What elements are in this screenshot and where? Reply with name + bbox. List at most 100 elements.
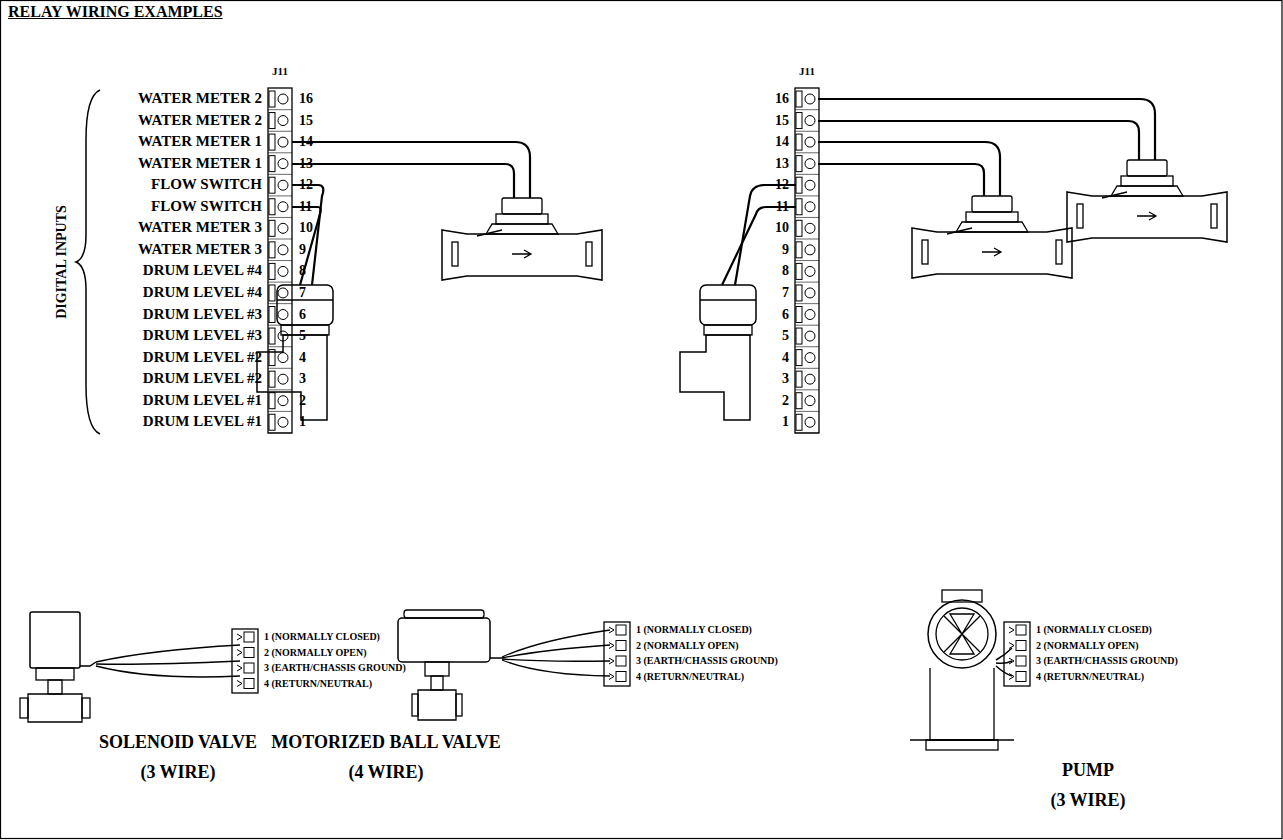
terminal-screw (805, 137, 815, 147)
terminal-screw (278, 266, 288, 276)
drawing-stroke (616, 672, 626, 682)
drawing-stroke (512, 250, 531, 258)
drawing-stroke (616, 656, 626, 666)
drawing-stroke (795, 325, 819, 326)
drawing-stroke (795, 195, 819, 196)
terminal-label: 4 (RETURN/NEUTRAL) (636, 671, 744, 683)
pin-number: 13 (775, 156, 789, 172)
drawing-stroke (269, 134, 275, 150)
drawing-stroke (982, 248, 1001, 256)
terminal-screw (805, 396, 815, 406)
pin-number: 7 (782, 285, 789, 301)
device-name: MOTORIZED BALL VALVE (271, 732, 500, 753)
pin-number: 3 (782, 371, 789, 387)
drawing-stroke (269, 307, 275, 323)
input-name: WATER METER 3 (138, 220, 262, 237)
terminal-label: 4 (RETURN/NEUTRAL) (264, 678, 372, 690)
drawing-stroke (796, 371, 802, 387)
pin-number: 10 (299, 220, 313, 236)
terminal-label: 2 (NORMALLY OPEN) (264, 647, 367, 659)
terminal-label: 3 (EARTH/CHASSIS GROUND) (636, 655, 778, 667)
pin-number: 1 (782, 414, 789, 430)
drawing-stroke (269, 177, 275, 193)
drawing-stroke (922, 240, 928, 264)
pin-number: 9 (782, 242, 789, 258)
pin-number: 11 (776, 199, 789, 215)
input-name: DRUM LEVEL #2 (143, 349, 262, 366)
pin-number: 4 (299, 350, 306, 366)
drawing-stroke (795, 411, 819, 412)
drawing-stroke (1016, 641, 1026, 651)
device-name: SOLENOID VALVE (99, 732, 257, 753)
terminal-screw (278, 245, 288, 255)
terminal-screw (805, 310, 815, 320)
terminal-screw (805, 374, 815, 384)
drawing-stroke (796, 307, 802, 323)
drawing-stroke (1102, 192, 1127, 198)
pin-number: 1 (299, 414, 306, 430)
terminal-screw (278, 374, 288, 384)
drawing-stroke (268, 195, 292, 196)
drawing-stroke (244, 663, 254, 673)
drawing-stroke (268, 368, 292, 369)
drawing-stroke (268, 109, 292, 110)
terminal-block (268, 88, 292, 433)
pin-number: 3 (299, 371, 306, 387)
drawing-stroke (269, 371, 275, 387)
terminal-screw (805, 417, 815, 427)
terminal-label: 2 (NORMALLY OPEN) (636, 640, 739, 652)
drawing-stroke (1016, 625, 1026, 635)
drawing-stroke (244, 648, 254, 658)
drawing-stroke (268, 303, 292, 304)
drawing-stroke (268, 346, 292, 347)
pin-number: 16 (775, 91, 789, 107)
flow-switch (277, 285, 333, 325)
drawing-stroke (269, 156, 275, 172)
pin-number: 8 (299, 263, 306, 279)
pin-number: 12 (299, 177, 313, 193)
terminal-screw (805, 202, 815, 212)
drawing-stroke (1211, 204, 1217, 228)
drawing-stroke (269, 91, 275, 107)
drawing-stroke (268, 152, 292, 153)
drawing-stroke (616, 625, 626, 635)
terminal-screw (278, 417, 288, 427)
pin-number: 14 (299, 134, 313, 150)
terminal-screw (805, 266, 815, 276)
terminal-screw (278, 137, 288, 147)
meter-fitting (502, 198, 542, 214)
drawing-stroke (268, 389, 292, 390)
drawing-stroke (1056, 240, 1062, 264)
drawing-stroke (268, 131, 292, 132)
group-label: DIGITAL INPUTS (54, 205, 70, 319)
input-name: WATER METER 3 (138, 241, 262, 258)
drawing-stroke (796, 350, 802, 366)
input-name: DRUM LEVEL #1 (143, 414, 262, 431)
drawing-stroke (452, 242, 458, 266)
terminal-block-label: J11 (799, 65, 815, 78)
terminal-screw (278, 310, 288, 320)
input-name: DRUM LEVEL #3 (143, 327, 262, 344)
drawing-stroke (796, 199, 802, 215)
terminal-screw (278, 202, 288, 212)
water-meter (1067, 192, 1227, 242)
drawing-stroke (796, 242, 802, 258)
wire-count: (4 WIRE) (348, 762, 423, 783)
drawing-stroke (269, 393, 275, 409)
terminal-label: 1 (NORMALLY CLOSED) (1036, 624, 1152, 636)
terminal-screw (805, 353, 815, 363)
drawing-stroke (795, 432, 819, 433)
drawing-stroke (795, 303, 819, 304)
drawing-stroke (269, 414, 275, 430)
drawing-stroke (269, 328, 275, 344)
input-name: DRUM LEVEL #3 (143, 306, 262, 323)
diagram-title: RELAY WIRING EXAMPLES (8, 3, 223, 21)
terminal-screw (278, 223, 288, 233)
terminal-screw (278, 353, 288, 363)
drawing-stroke (269, 113, 275, 129)
drawing-stroke (268, 174, 292, 175)
terminal-label: 2 (NORMALLY OPEN) (1036, 640, 1139, 652)
drawing-stroke (700, 299, 756, 300)
relay-terminal-block (1004, 622, 1030, 686)
drawing-stroke (795, 109, 819, 110)
